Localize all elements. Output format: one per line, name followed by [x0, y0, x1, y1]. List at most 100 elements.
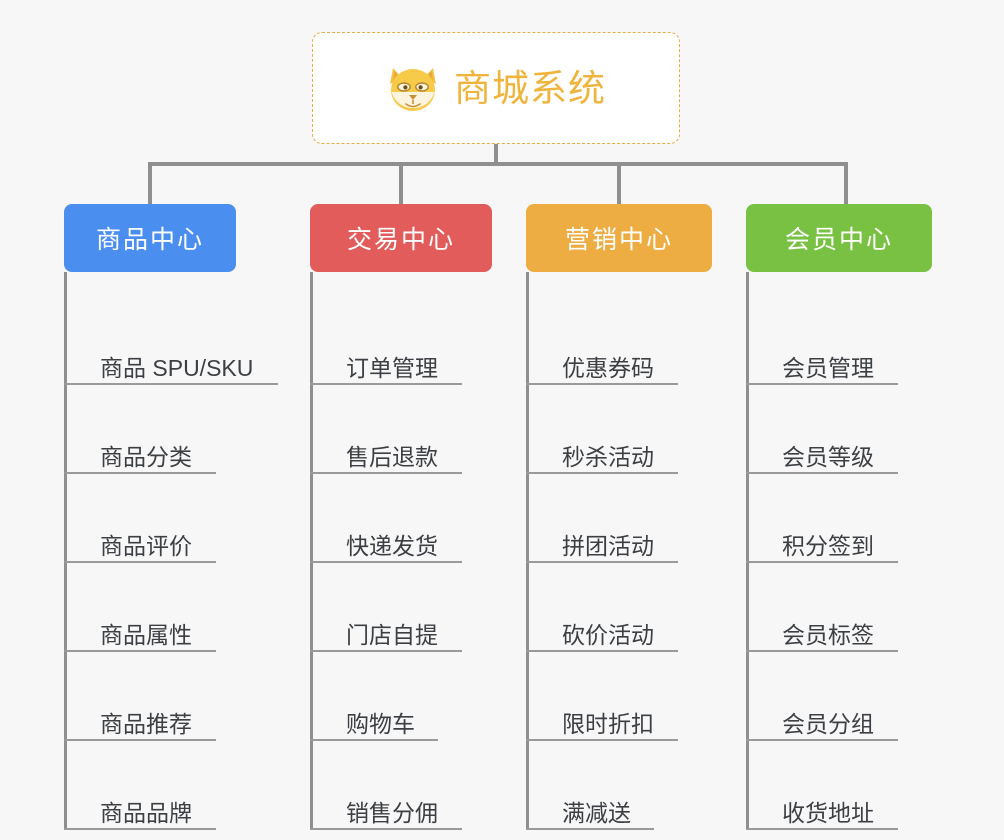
list-item[interactable]: 销售分佣 — [310, 741, 492, 830]
item-label: 限时折扣 — [562, 710, 654, 737]
connector-horizontal-bus — [148, 162, 846, 166]
connector-drop-4 — [844, 162, 848, 206]
list-item[interactable]: 秒杀活动 — [526, 385, 712, 474]
item-underline — [746, 739, 898, 741]
item-underline — [310, 739, 438, 741]
root-title: 商城系统 — [454, 67, 606, 109]
item-label: 会员标签 — [782, 621, 874, 648]
item-label: 商品属性 — [100, 621, 192, 648]
item-underline — [310, 650, 462, 652]
item-label: 商品品牌 — [100, 799, 192, 826]
item-label: 秒杀活动 — [562, 443, 654, 470]
list-item[interactable]: 积分签到 — [746, 474, 932, 563]
item-label: 售后退款 — [346, 443, 438, 470]
list-item[interactable]: 砍价活动 — [526, 563, 712, 652]
list-item[interactable]: 会员管理 — [746, 296, 932, 385]
category-header-product[interactable]: 商品中心 — [64, 204, 236, 272]
item-label: 购物车 — [346, 710, 415, 737]
list-item[interactable]: 拼团活动 — [526, 474, 712, 563]
item-label: 拼团活动 — [562, 532, 654, 559]
connector-drop-2 — [399, 162, 403, 206]
item-underline — [64, 650, 216, 652]
item-label: 快递发货 — [346, 532, 438, 559]
item-underline — [746, 828, 898, 830]
item-underline — [310, 383, 462, 385]
category-header-trade[interactable]: 交易中心 — [310, 204, 492, 272]
list-item[interactable]: 商品推荐 — [64, 652, 253, 741]
item-underline — [64, 383, 278, 385]
item-label: 商品分类 — [100, 443, 192, 470]
item-list-trade: 订单管理 售后退款 快递发货 门店自提 购物车 销售分佣 — [310, 272, 492, 830]
column-spine — [746, 272, 749, 830]
item-label: 会员分组 — [782, 710, 874, 737]
item-underline — [746, 561, 898, 563]
category-title: 会员中心 — [784, 226, 893, 254]
item-underline — [64, 472, 216, 474]
item-underline — [526, 561, 678, 563]
category-column-marketing: 营销中心 优惠券码 秒杀活动 拼团活动 砍价活动 限时折扣 — [526, 204, 712, 830]
root-node[interactable]: 商城系统 — [312, 32, 680, 144]
shiba-dog-face-icon — [386, 62, 440, 114]
item-label: 优惠券码 — [562, 354, 654, 381]
item-underline — [64, 739, 216, 741]
column-spine — [64, 272, 67, 830]
item-label: 积分签到 — [782, 532, 874, 559]
item-label: 满减送 — [562, 799, 631, 826]
item-underline — [526, 828, 654, 830]
item-list-product: 商品 SPU/SKU 商品分类 商品评价 商品属性 商品推荐 商品品牌 — [64, 272, 278, 830]
list-item[interactable]: 订单管理 — [310, 296, 492, 385]
list-item[interactable]: 限时折扣 — [526, 652, 712, 741]
connector-drop-3 — [617, 162, 621, 206]
item-underline — [746, 383, 898, 385]
connector-root-stem — [494, 144, 498, 164]
list-item[interactable]: 收货地址 — [746, 741, 932, 830]
item-label: 会员管理 — [782, 354, 874, 381]
category-column-product: 商品中心 商品 SPU/SKU 商品分类 商品评价 商品属性 商品推荐 — [64, 204, 278, 830]
item-underline — [310, 472, 462, 474]
item-underline — [526, 472, 678, 474]
list-item[interactable]: 商品 SPU/SKU — [64, 296, 278, 385]
category-column-member: 会员中心 会员管理 会员等级 积分签到 会员标签 会员分组 — [746, 204, 932, 830]
category-column-trade: 交易中心 订单管理 售后退款 快递发货 门店自提 购物车 — [310, 204, 492, 830]
item-underline — [526, 650, 678, 652]
list-item[interactable]: 购物车 — [310, 652, 492, 741]
item-list-marketing: 优惠券码 秒杀活动 拼团活动 砍价活动 限时折扣 满减送 — [526, 272, 712, 830]
list-item[interactable]: 会员等级 — [746, 385, 932, 474]
list-item[interactable]: 商品分类 — [64, 385, 253, 474]
list-item[interactable]: 门店自提 — [310, 563, 492, 652]
item-underline — [746, 472, 898, 474]
list-item[interactable]: 商品评价 — [64, 474, 253, 563]
item-underline — [746, 650, 898, 652]
item-label: 商品评价 — [100, 532, 192, 559]
column-spine — [526, 272, 529, 830]
item-label: 订单管理 — [346, 354, 438, 381]
item-underline — [526, 383, 678, 385]
list-item[interactable]: 满减送 — [526, 741, 712, 830]
connector-drop-1 — [148, 162, 152, 206]
list-item[interactable]: 售后退款 — [310, 385, 492, 474]
item-label: 会员等级 — [782, 443, 874, 470]
item-underline — [310, 828, 462, 830]
item-underline — [526, 739, 678, 741]
list-item[interactable]: 优惠券码 — [526, 296, 712, 385]
list-item[interactable]: 商品属性 — [64, 563, 253, 652]
category-title: 交易中心 — [346, 226, 455, 254]
item-label: 收货地址 — [782, 799, 874, 826]
item-label: 砍价活动 — [562, 621, 654, 648]
item-list-member: 会员管理 会员等级 积分签到 会员标签 会员分组 收货地址 — [746, 272, 932, 830]
column-spine — [310, 272, 313, 830]
item-label: 商品推荐 — [100, 710, 192, 737]
list-item[interactable]: 会员标签 — [746, 563, 932, 652]
category-title: 商品中心 — [95, 226, 204, 254]
item-label: 商品 SPU/SKU — [100, 354, 254, 381]
item-underline — [310, 561, 462, 563]
item-label: 销售分佣 — [346, 799, 438, 826]
category-header-marketing[interactable]: 营销中心 — [526, 204, 712, 272]
list-item[interactable]: 快递发货 — [310, 474, 492, 563]
item-underline — [64, 828, 216, 830]
category-header-member[interactable]: 会员中心 — [746, 204, 932, 272]
list-item[interactable]: 商品品牌 — [64, 741, 253, 830]
list-item[interactable]: 会员分组 — [746, 652, 932, 741]
item-underline — [64, 561, 216, 563]
